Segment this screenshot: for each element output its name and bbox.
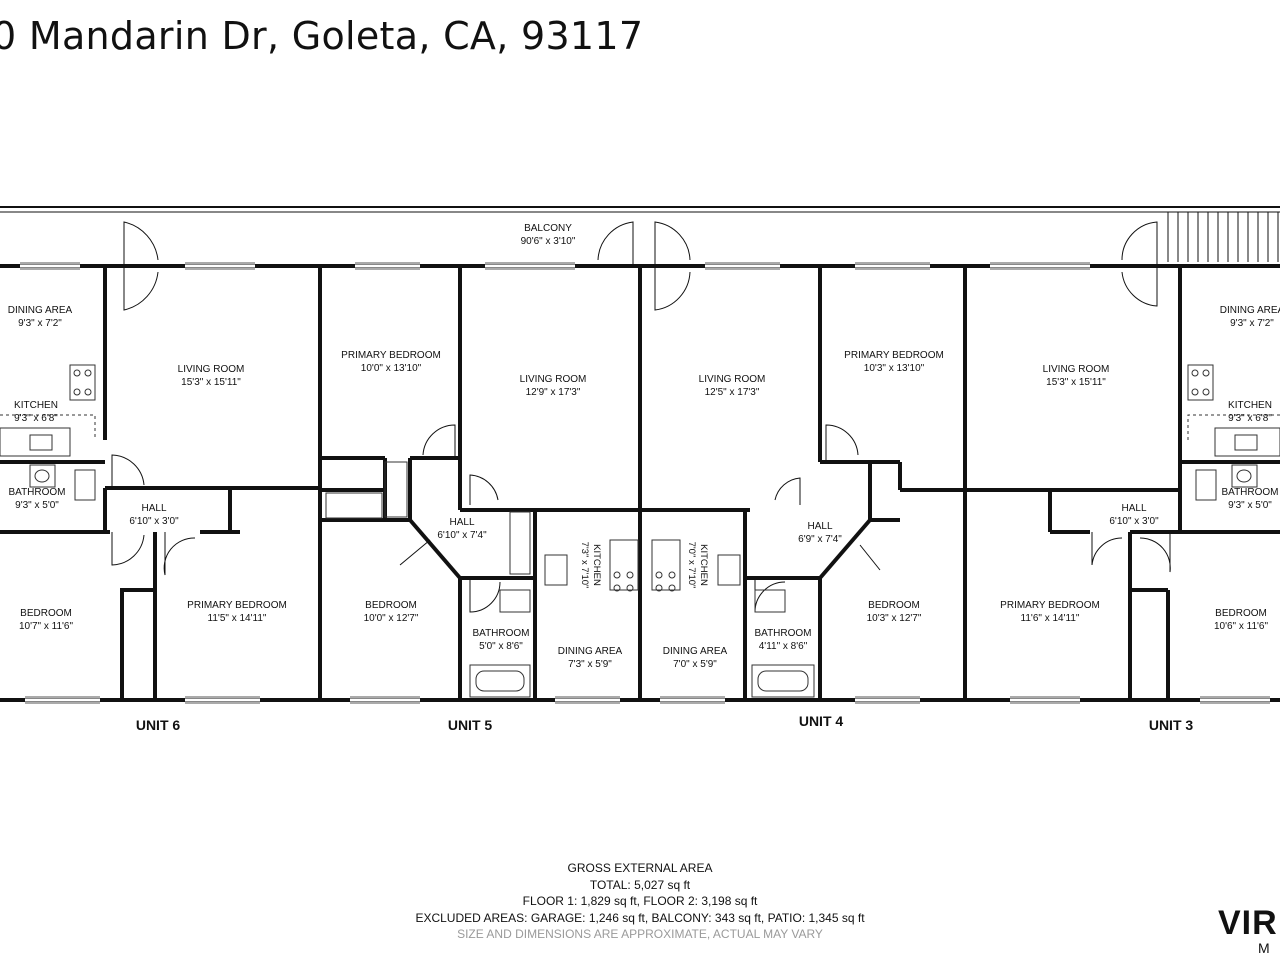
fixtures bbox=[0, 364, 1280, 698]
brand-logo: VIR bbox=[1218, 904, 1278, 942]
stairs bbox=[1167, 212, 1279, 262]
unit-label-4: UNIT 4 bbox=[798, 713, 844, 729]
page-title: 0 Mandarin Dr, Goleta, CA, 93117 bbox=[0, 14, 644, 58]
area-summary: GROSS EXTERNAL AREA TOTAL: 5,027 sq ft F… bbox=[415, 860, 864, 943]
area-disclaimer: SIZE AND DIMENSIONS ARE APPROXIMATE, ACT… bbox=[457, 927, 823, 941]
unit-label-3: UNIT 3 bbox=[1148, 717, 1194, 733]
area-excluded: EXCLUDED AREAS: GARAGE: 1,246 sq ft, BAL… bbox=[415, 910, 865, 925]
area-total: TOTAL: 5,027 sq ft bbox=[589, 877, 691, 892]
interior-walls bbox=[0, 266, 1280, 700]
unit-label-5: UNIT 5 bbox=[447, 717, 493, 733]
unit-label-6: UNIT 6 bbox=[135, 717, 181, 733]
balcony-outline bbox=[0, 206, 1280, 213]
area-floors: FLOOR 1: 1,829 sq ft, FLOOR 2: 3,198 sq … bbox=[522, 894, 758, 908]
window-sills bbox=[20, 262, 1270, 704]
brand-logo-sub: M bbox=[1258, 940, 1270, 956]
area-heading: GROSS EXTERNAL AREA bbox=[567, 861, 713, 875]
